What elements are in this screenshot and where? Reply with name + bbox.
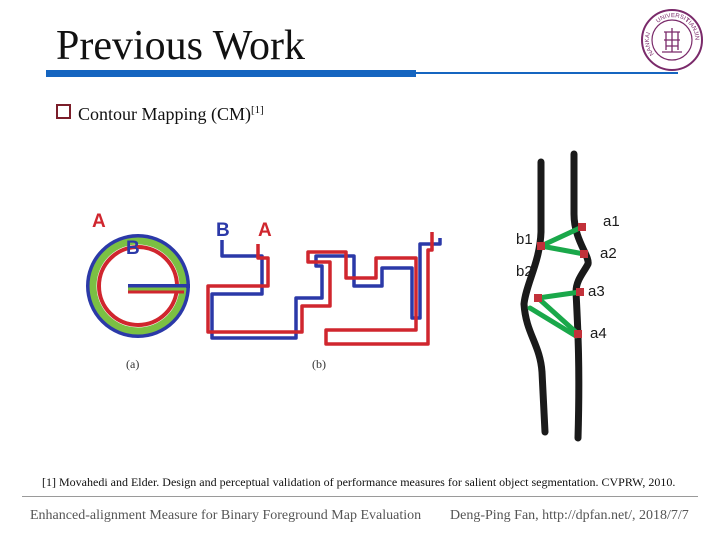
contour-mapping-figure: A B (a) B A (b) b1 b2 — [86, 150, 620, 442]
ring-inner-label: B — [126, 238, 140, 259]
svg-text:NANKAI: NANKAI — [645, 31, 656, 56]
figure-b: B A (b) — [206, 220, 442, 371]
contour-b-label: B — [216, 220, 230, 241]
curve-label-a3: a3 — [588, 283, 605, 300]
curve-label-b1: b1 — [516, 231, 533, 248]
curve-label-a1: a1 — [603, 213, 620, 230]
contour-a-label: A — [258, 220, 272, 241]
figure-a: A B (a) — [86, 211, 190, 371]
ring-outer-label: A — [92, 211, 106, 232]
title-underline — [46, 70, 416, 77]
figure-c: b1 b2 a1 a2 a3 a4 — [516, 150, 620, 442]
citation-marker: [1] — [251, 104, 264, 116]
curve-label-a4: a4 — [590, 325, 607, 342]
figure-b-caption: (b) — [312, 357, 326, 371]
curve-label-a2: a2 — [600, 245, 617, 262]
footer-divider — [22, 496, 698, 497]
footer-paper-title: Enhanced-alignment Measure for Binary Fo… — [30, 508, 422, 523]
curve-left — [520, 158, 549, 436]
figure-a-caption: (a) — [126, 357, 139, 371]
seal-left-text: NANKAI — [645, 31, 656, 56]
title-underline-thin — [416, 72, 678, 74]
contour-red-path — [206, 232, 434, 346]
footer-author: Deng-Ping Fan, http://dpfan.net/, 2018/7… — [450, 508, 689, 523]
curve-label-b2: b2 — [516, 263, 533, 280]
bullet-square-icon — [56, 104, 71, 119]
match-lines — [527, 224, 587, 339]
bullet-item: Contour Mapping (CM)[1] — [78, 98, 264, 126]
bullet-text: Contour Mapping (CM) — [78, 104, 251, 124]
university-seal-logo: NANKAI UNIVERSITY TIANJIN — [640, 8, 703, 71]
slide-title: Previous Work — [56, 23, 306, 69]
curve-right — [570, 150, 592, 442]
reference-citation: [1] Movahedi and Elder. Design and perce… — [42, 475, 676, 489]
